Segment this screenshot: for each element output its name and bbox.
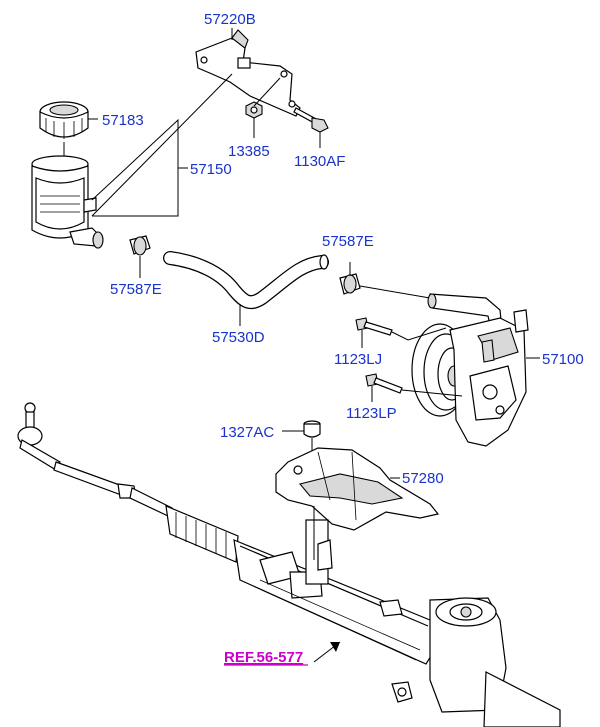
nut-13385 [245,101,263,119]
reservoir-57150 [31,155,104,249]
label-1327ac[interactable]: 1327AC [220,424,274,441]
power-steering-pump-57100 [411,293,529,447]
bracket-57220b [195,29,301,117]
leader-reservoir [91,118,179,217]
bolt-1123lj [355,317,393,336]
label-57100[interactable]: 57100 [542,351,584,368]
label-1123lj[interactable]: 1123LJ [334,351,382,368]
clamp-57587e-left [129,235,151,256]
label-1123lp[interactable]: 1123LP [346,405,397,422]
bolt-1130af [293,107,329,133]
label-57150[interactable]: 57150 [190,161,232,178]
clamp-57587e-right [339,262,361,295]
steering-gear [17,402,561,727]
return-hose-57530d [163,251,329,310]
label-57220b[interactable]: 57220B [204,11,256,28]
label-57530d[interactable]: 57530D [212,329,265,346]
label-57280[interactable]: 57280 [402,470,444,487]
ref-link-56-577[interactable]: REF.56-577 [224,649,303,666]
insulator-1327ac [303,420,321,438]
label-57183[interactable]: 57183 [102,112,144,129]
reservoir-cap-57183 [39,101,89,139]
label-57587e-left[interactable]: 57587E [110,281,162,298]
ref-arrow [313,641,341,663]
label-1130af[interactable]: 1130AF [294,153,345,170]
bolt-1123lp [365,373,403,394]
heat-cover-57280 [275,447,440,531]
label-57587e-right[interactable]: 57587E [322,233,374,250]
label-13385[interactable]: 13385 [228,143,270,160]
